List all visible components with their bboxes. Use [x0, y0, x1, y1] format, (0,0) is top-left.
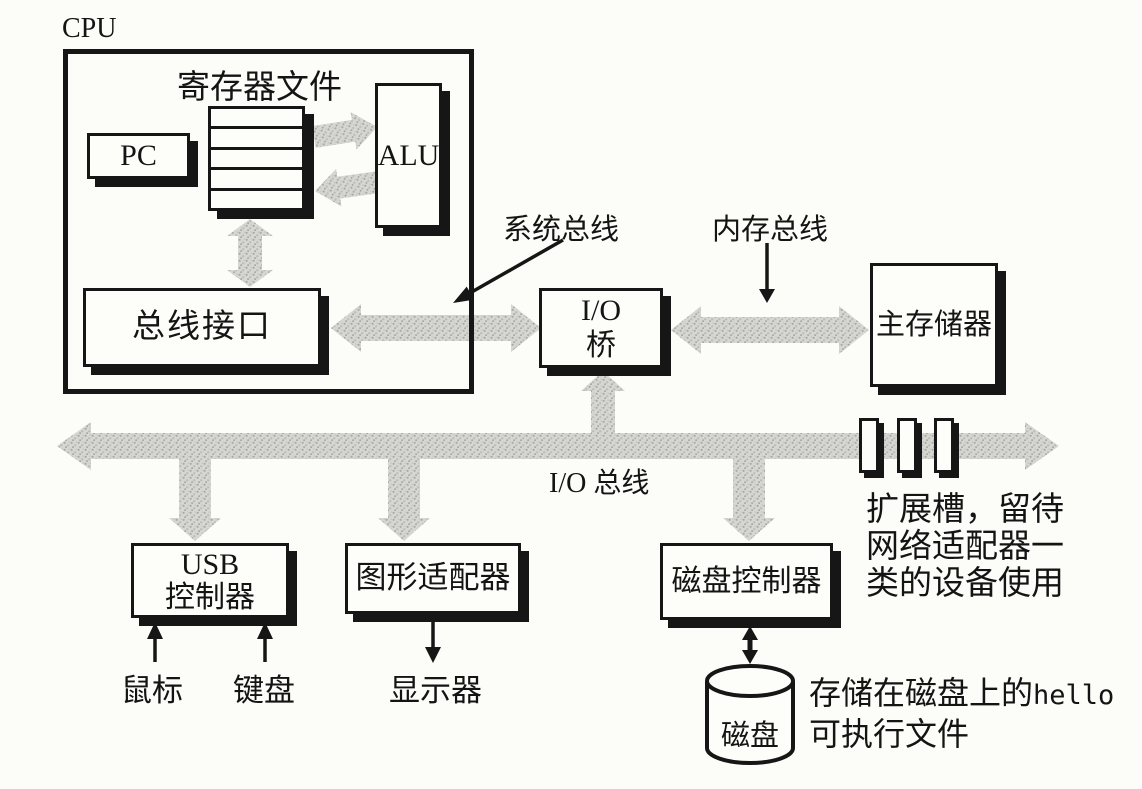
usb-controller-box: USB 控制器 — [131, 543, 289, 618]
expansion-slots-note-line3: 类的设备使用 — [866, 566, 1064, 602]
io-bus-label: I/O 总线 — [549, 468, 650, 499]
io-bridge-label-line1: I/O — [581, 294, 621, 327]
display-label: 显示器 — [389, 673, 482, 708]
regfile-businterface-double-arrow — [227, 219, 273, 287]
disk-controller-label: 磁盘控制器 — [671, 564, 822, 598]
iobus-to-usb-arrow — [169, 450, 221, 541]
disk-label: 磁盘 — [720, 720, 779, 752]
cpu-title: CPU — [62, 13, 117, 44]
graphics-to-display-arrow — [425, 621, 441, 663]
register-slot — [211, 187, 302, 208]
register-slot — [211, 167, 302, 187]
hello-file-note: 存储在磁盘上的hello 可执行文件 — [809, 674, 1114, 754]
bus-interface-label: 总线接口 — [132, 309, 272, 346]
hello-file-note-line2: 可执行文件 — [809, 716, 970, 752]
mouse-to-usb-arrow — [147, 622, 163, 662]
expansion-slot-3 — [934, 418, 954, 473]
io-bridge-box: I/O 桥 — [539, 288, 663, 368]
disk-cylinder-icon — [705, 664, 795, 765]
register-file-box — [208, 106, 305, 211]
iobus-to-bridge-arrow — [581, 371, 625, 446]
iobus-to-graphics-arrow — [378, 450, 430, 541]
memory-bus-label: 内存总线 — [712, 214, 829, 246]
diskctrl-disk-double-arrow — [742, 626, 758, 664]
expansion-slots-note-line2: 网络适配器一 — [866, 529, 1064, 565]
io-bus-arrow — [57, 422, 1059, 470]
hello-file-note-line1: 存储在磁盘上的hello — [809, 674, 1114, 715]
usb-controller-label-line1: USB — [180, 547, 240, 581]
system-bus-arrow — [331, 304, 541, 352]
main-memory-label: 主存储器 — [875, 308, 992, 341]
register-file-label: 寄存器文件 — [177, 70, 342, 106]
regfile-to-alu-arrow — [312, 111, 378, 150]
iobus-to-diskctrl-arrow — [723, 450, 775, 541]
pc-box: PC — [87, 133, 190, 179]
expansion-slots-note-line1: 扩展槽，留待 — [866, 492, 1064, 528]
cpu-box — [63, 49, 474, 394]
memory-bus-arrow — [671, 306, 869, 354]
expansion-slot-1 — [859, 418, 879, 473]
system-bus-label: 系统总线 — [503, 214, 620, 246]
alu-box: ALU — [375, 83, 442, 228]
main-memory-box: 主存储器 — [870, 263, 998, 387]
mouse-label: 鼠标 — [121, 673, 183, 708]
usb-controller-label-line2: 控制器 — [165, 580, 255, 614]
disk-controller-box: 磁盘控制器 — [660, 543, 833, 620]
hello-file-note-code: hello — [1033, 680, 1115, 711]
memory-bus-pointer-arrow — [759, 243, 775, 303]
register-slot — [211, 126, 302, 146]
register-slot — [211, 146, 302, 167]
alu-to-regfile-arrow — [315, 168, 380, 207]
expansion-slot-2 — [897, 418, 917, 473]
keyboard-to-usb-arrow — [257, 622, 273, 662]
system-bus-pointer-arrow — [453, 238, 564, 303]
graphics-adapter-label: 图形适配器 — [355, 560, 511, 596]
alu-label: ALU — [377, 138, 440, 172]
io-bridge-label-line2: 桥 — [586, 329, 616, 362]
hello-file-note-prefix: 存储在磁盘上的 — [809, 675, 1034, 711]
expansion-slots-note: 扩展槽，留待 网络适配器一 类的设备使用 — [866, 492, 1064, 603]
keyboard-label: 键盘 — [233, 673, 295, 708]
register-slot — [211, 109, 302, 126]
graphics-adapter-box: 图形适配器 — [345, 543, 521, 614]
pc-label: PC — [120, 139, 157, 173]
bus-interface-box: 总线接口 — [83, 288, 321, 367]
